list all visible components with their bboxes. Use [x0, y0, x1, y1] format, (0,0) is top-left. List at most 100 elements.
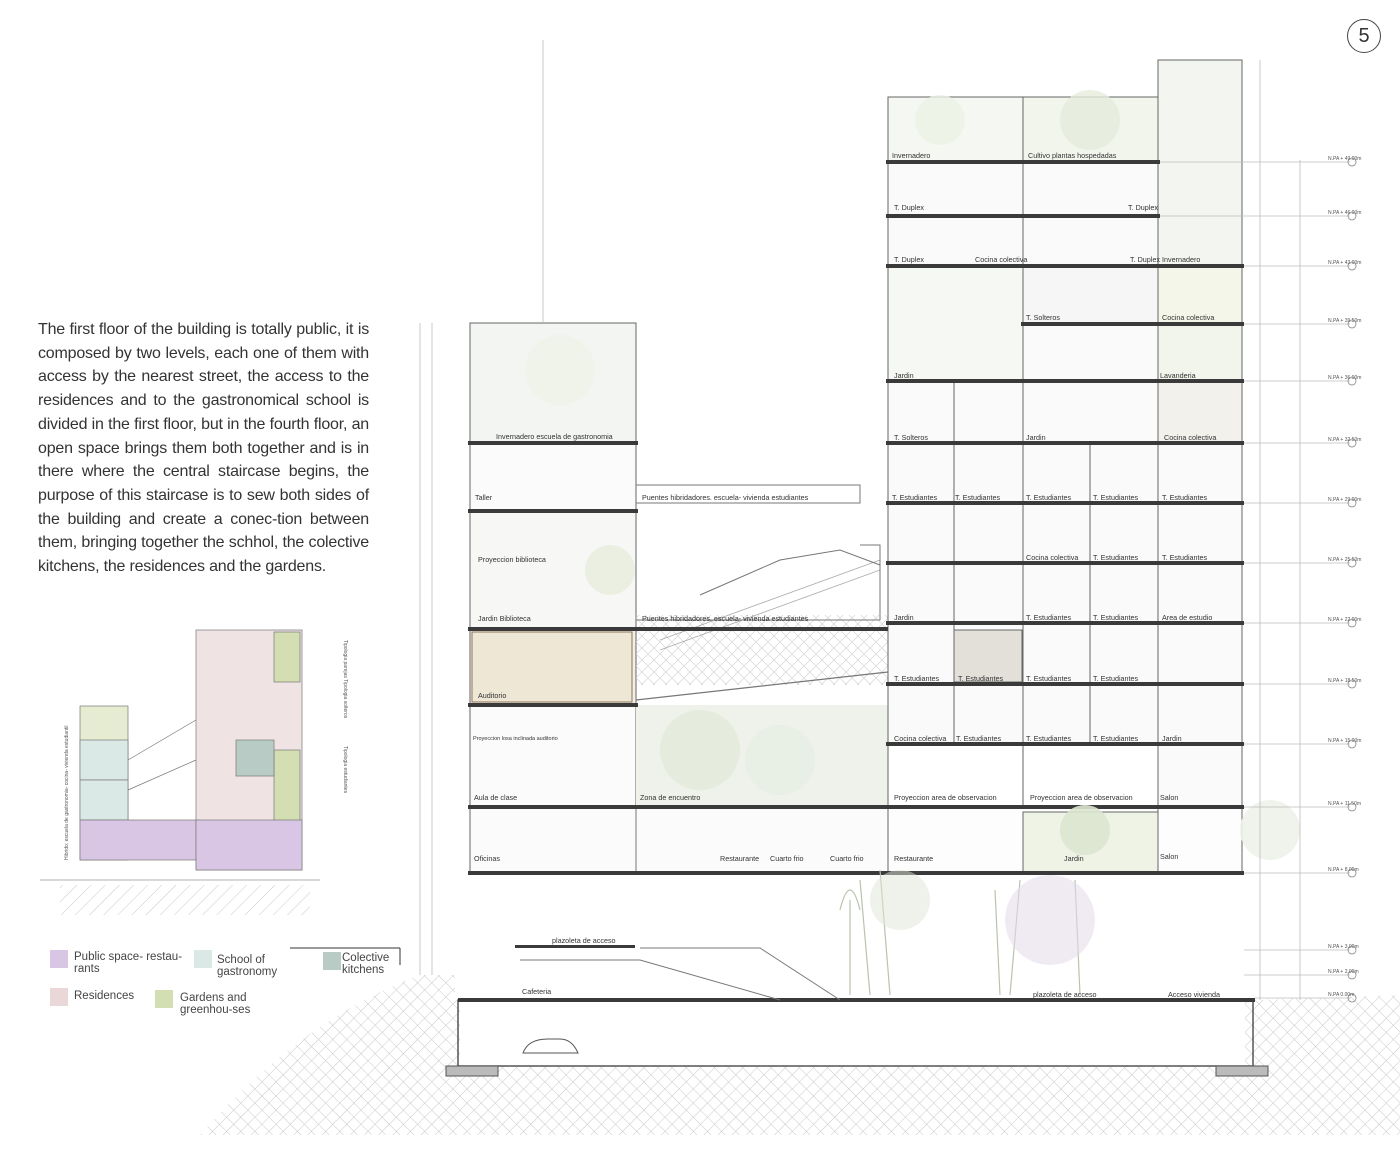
- mini-label-right-top: Tipologia parejas Tipologia solteros: [342, 640, 348, 719]
- project-description: The first floor of the building is total…: [38, 321, 369, 576]
- legend-swatch-kitchens: [323, 952, 341, 970]
- room-label: Cocina colectiva: [1162, 313, 1214, 322]
- room-label: Cocina colectiva: [975, 255, 1027, 264]
- room-label: T. Estudiantes: [1026, 493, 1072, 502]
- vegetation: [525, 90, 1300, 996]
- room-label: plazoleta de acceso: [552, 936, 616, 945]
- level-markers: [1347, 157, 1357, 1003]
- room-label: T. Estudiantes: [1026, 674, 1072, 683]
- room-label: Cocina colectiva: [894, 734, 946, 743]
- room-label: Invernadero escuela de gastronomia: [496, 432, 613, 441]
- room-label: T. Duplex: [894, 255, 924, 264]
- mini-label-right-mid: Tipologia estudiantes: [342, 746, 348, 794]
- level-label: N.PA + 29.00m: [1328, 497, 1361, 503]
- legend-label-residences: Residences: [74, 990, 135, 1002]
- room-label: Auditorio: [478, 691, 506, 700]
- legend-swatch-gardens: [155, 990, 173, 1008]
- room-label: T. Estudiantes: [1093, 734, 1139, 743]
- room-label: T. Estudiantes: [892, 493, 938, 502]
- room-label: Puentes hibridadores. escuela- vivienda …: [642, 614, 809, 623]
- room-label: T. Estudiantes: [1026, 613, 1072, 622]
- level-labels: N.PA + 49.00m N.PA + 46.00m N.PA + 43.00…: [1328, 156, 1361, 998]
- room-label: Taller: [475, 493, 493, 502]
- level-label: N.PA + 49.00m: [1328, 156, 1361, 162]
- room-label: Zona de encuentro: [640, 793, 700, 802]
- room-label: T. Estudiantes: [958, 674, 1004, 683]
- legend-swatch-residences: [50, 988, 68, 1006]
- room-label: Jardin Biblioteca: [478, 614, 531, 623]
- room-label: Jardin: [894, 613, 914, 622]
- room-label: Acceso vivienda: [1168, 990, 1220, 999]
- level-label: N.PA + 2.00m: [1328, 969, 1359, 975]
- page-number: 5: [1347, 19, 1381, 53]
- room-label: Invernadero: [1162, 255, 1200, 264]
- legend-label-kitchens: Colective kitchens: [342, 952, 390, 976]
- room-label: Proyeccion area de observacion: [894, 793, 997, 802]
- room-label: plazoleta de acceso: [1033, 990, 1097, 999]
- room-label: Lavanderia: [1160, 371, 1196, 380]
- legend-swatch-public: [50, 950, 68, 968]
- room-label: T. Estudiantes: [956, 734, 1002, 743]
- room-label: Jardin: [1162, 734, 1182, 743]
- level-label: N.PA + 11.50m: [1328, 801, 1361, 807]
- room-label: Invernadero: [892, 151, 930, 160]
- school-block: [469, 322, 637, 874]
- level-label: N.PA + 25.50m: [1328, 557, 1361, 563]
- level-label: N.PA + 36.00m: [1328, 375, 1361, 381]
- room-label: Salon: [1160, 793, 1178, 802]
- floor-slabs: [458, 160, 1255, 1002]
- room-label: T. Solteros: [1026, 313, 1060, 322]
- level-label: N.PA + 18.50m: [1328, 678, 1361, 684]
- room-label: Cultivo plantas hospedadas: [1028, 151, 1117, 160]
- level-label: N.PA + 39.50m: [1328, 318, 1361, 324]
- mini-section-diagram: [40, 629, 320, 915]
- room-label: Puentes hibridadores. escuela- vivienda …: [642, 493, 809, 502]
- level-label: N.PA 0.00m: [1328, 992, 1354, 998]
- level-label: N.PA + 3.00m: [1328, 944, 1359, 950]
- level-label: N.PA + 15.00m: [1328, 738, 1361, 744]
- room-label: T. Estudiantes: [955, 493, 1001, 502]
- room-label: T. Duplex: [894, 203, 924, 212]
- room-label: T. Duplex: [1130, 255, 1160, 264]
- room-label: Area de estudio: [1162, 613, 1212, 622]
- room-label: T. Estudiantes: [1093, 553, 1139, 562]
- mini-section-labels: Hibrido: escuela de gastronomia- cocina-…: [64, 640, 348, 860]
- room-label: T. Estudiantes: [1162, 493, 1208, 502]
- dimension-lines: [419, 40, 1350, 1000]
- room-label: T. Estudiantes: [1093, 613, 1139, 622]
- room-label: T. Estudiantes: [1026, 734, 1072, 743]
- legend-swatch-school: [194, 950, 212, 968]
- mini-label-left: Hibrido: escuela de gastronomia- cocina-…: [64, 725, 70, 860]
- room-label: T. Solteros: [894, 433, 928, 442]
- room-label: Cocina colectiva: [1026, 553, 1078, 562]
- room-label: Cuarto frio: [770, 854, 804, 863]
- room-label: T. Estudiantes: [1162, 553, 1208, 562]
- central-void: [635, 559, 889, 874]
- room-label: T. Estudiantes: [1093, 674, 1139, 683]
- room-label: T. Duplex: [1128, 203, 1158, 212]
- level-label: N.PA + 46.00m: [1328, 210, 1361, 216]
- room-label: Proyeccion biblioteca: [478, 555, 546, 564]
- room-label: Jardin: [894, 371, 914, 380]
- room-label: Jardin: [1026, 433, 1046, 442]
- legend-label-public: Public space- restau-rants: [74, 951, 183, 975]
- room-label: Oficinas: [474, 854, 500, 863]
- level-label: N.PA + 22.00m: [1328, 617, 1361, 623]
- room-labels: Invernadero Cultivo plantas hospedadas T…: [473, 151, 1220, 999]
- level-label: N.PA + 32.50m: [1328, 437, 1361, 443]
- room-label: Salon: [1160, 852, 1178, 861]
- room-label: Cocina colectiva: [1164, 433, 1216, 442]
- room-label: Aula de clase: [474, 793, 517, 802]
- residential-tower: [887, 59, 1243, 874]
- legend-label-gardens: Gardens and greenhou-ses: [180, 992, 251, 1016]
- room-label: Restaurante: [894, 854, 933, 863]
- level-label: N.PA + 8.00m: [1328, 867, 1359, 873]
- room-label: Cuarto frio: [830, 854, 864, 863]
- stairs-and-bridges: [520, 484, 881, 1001]
- terrain-hatch: [200, 975, 1400, 1135]
- room-label: Proyeccion area de observacion: [1030, 793, 1133, 802]
- level-label: N.PA + 43.00m: [1328, 260, 1361, 266]
- room-label: Cafeteria: [522, 987, 551, 996]
